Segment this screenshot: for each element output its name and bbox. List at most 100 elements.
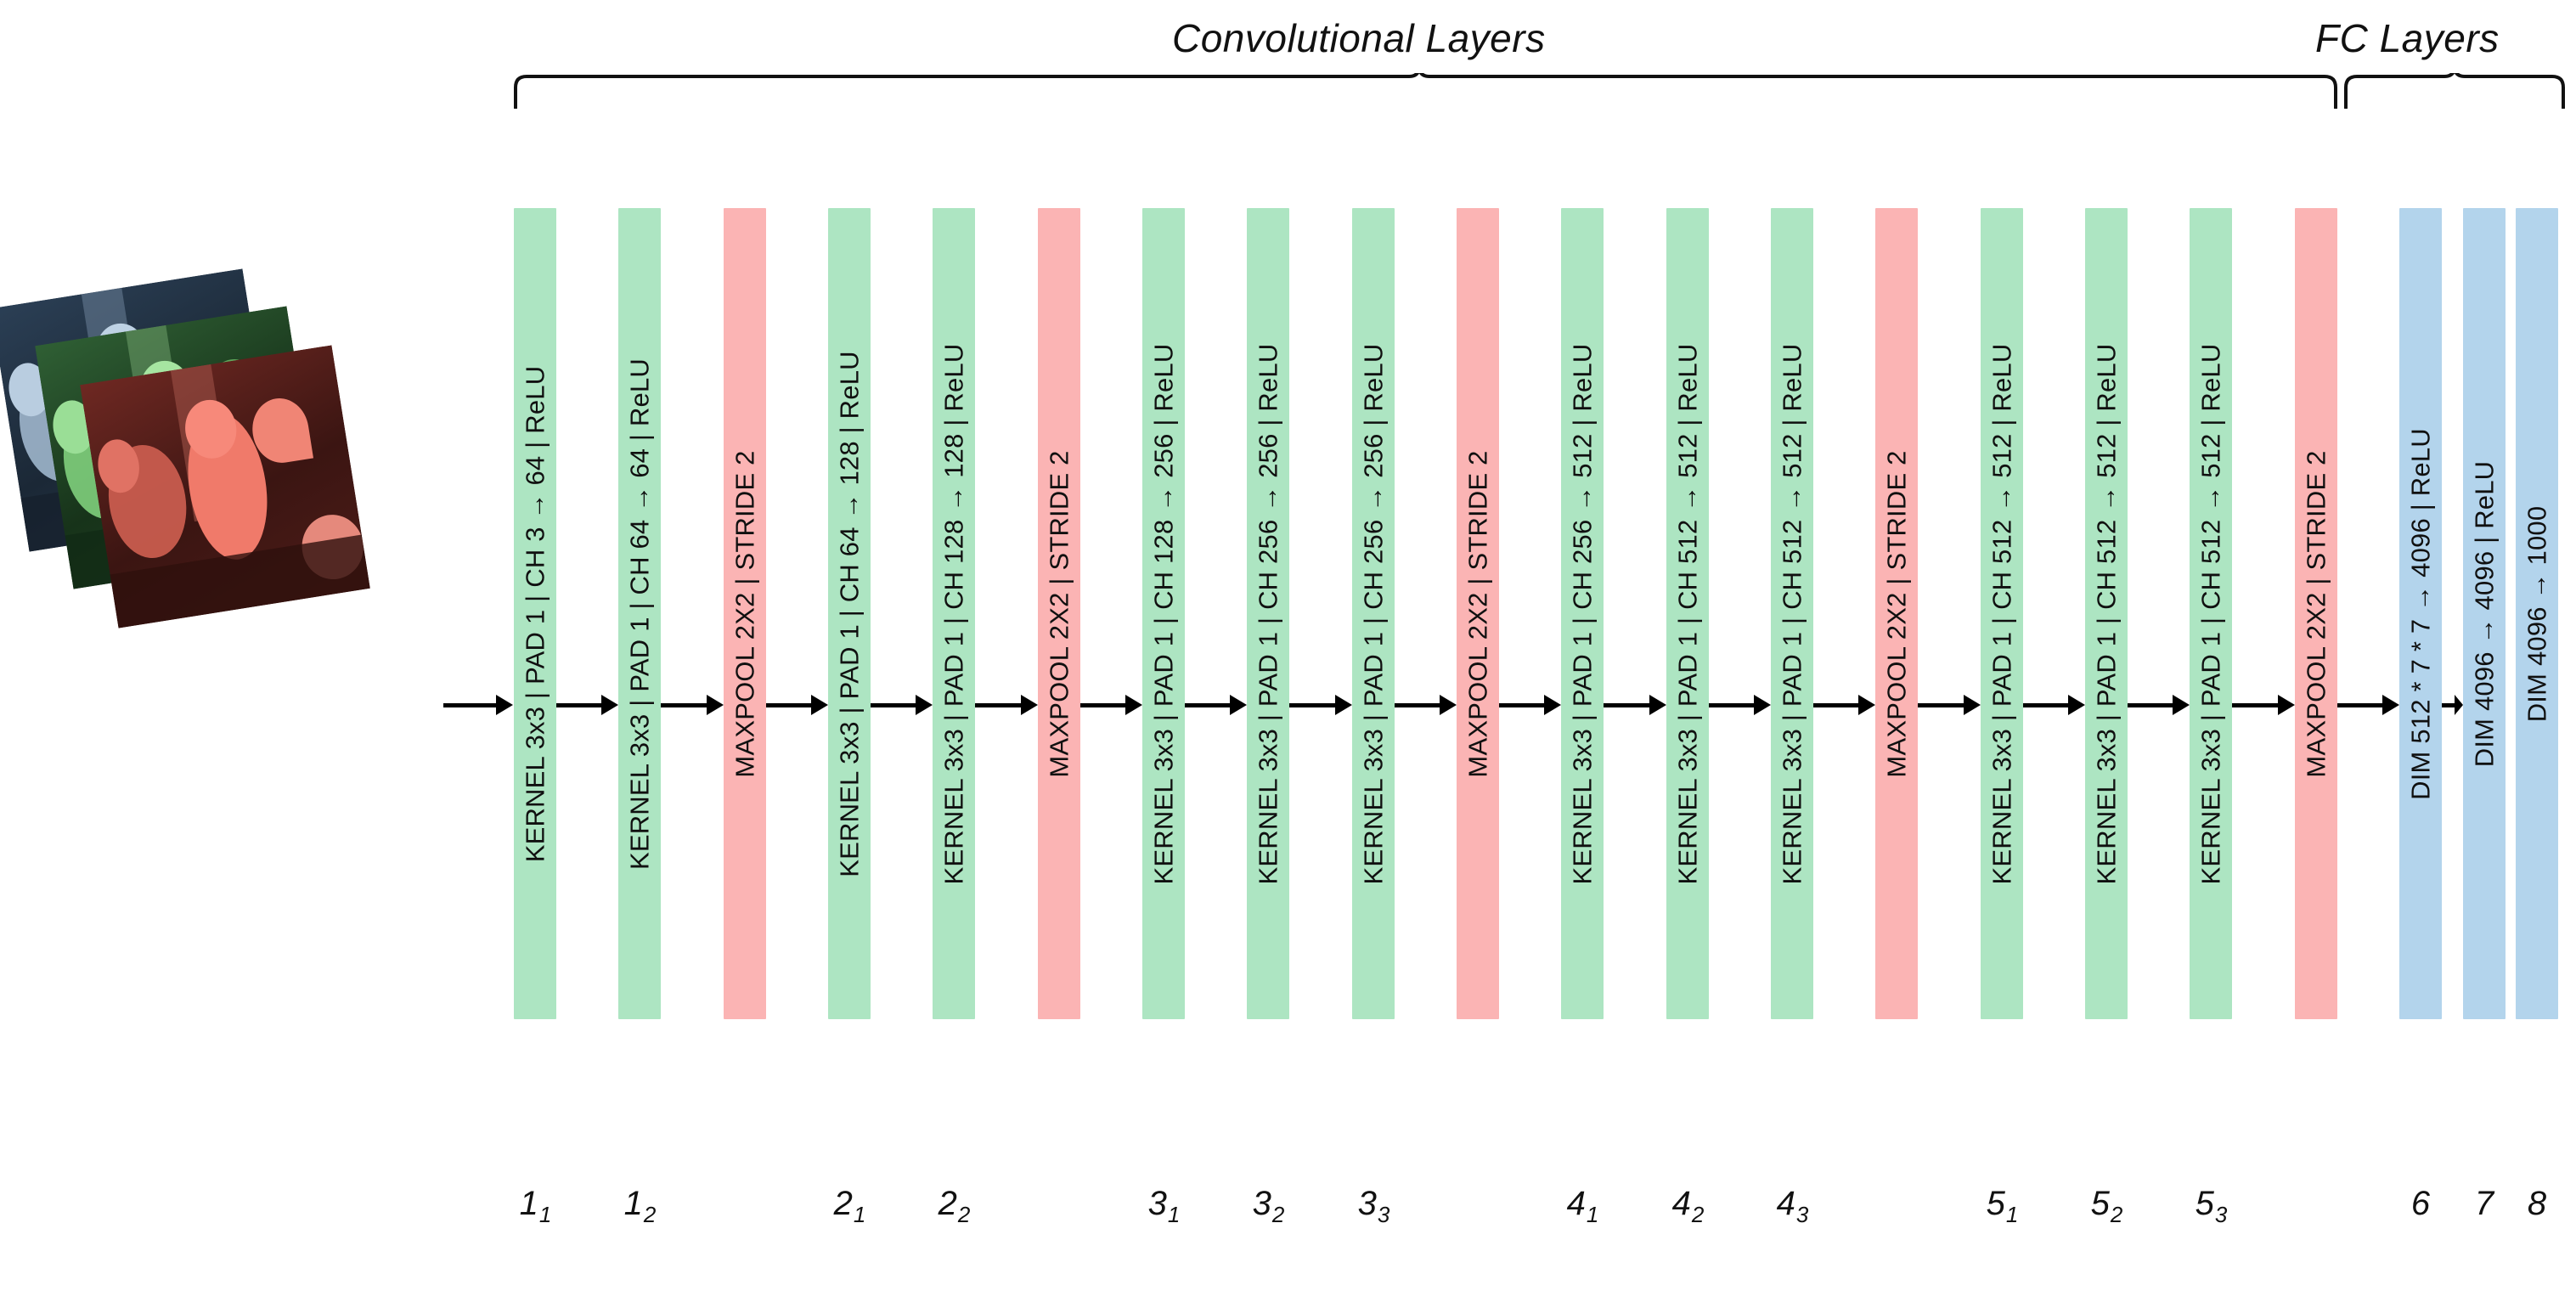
arrow-head-icon: [916, 695, 933, 715]
arrow-head-icon: [811, 695, 828, 715]
index-number: 3: [1252, 1185, 1271, 1222]
conv-block-12[interactable]: KERNEL 3x3 | PAD 1 | CH 64 → 64 | ReLU: [618, 208, 661, 1019]
block-caption: KERNEL 3x3 | PAD 1 | CH 128 → 128 | ReLU: [939, 343, 969, 884]
fc-block-6[interactable]: DIM 512 * 7 * 7 → 4096 | ReLU: [2399, 208, 2442, 1019]
block-caption: MAXPOOL 2X2 | STRIDE 2: [1881, 449, 1912, 778]
index-number: 4: [1671, 1185, 1691, 1222]
maxpool-block-9[interactable]: MAXPOOL 2X2 | STRIDE 2: [1457, 208, 1499, 1019]
block-caption: KERNEL 3x3 | PAD 1 | CH 512 → 512 | ReLU: [1987, 343, 2017, 884]
arrow-shaft: [2232, 703, 2278, 707]
arrow-head-icon: [1440, 695, 1457, 715]
arrow-head-icon: [2278, 695, 2295, 715]
block-index-label-22: 22: [938, 1185, 971, 1227]
arrow-head-icon: [1649, 695, 1666, 715]
flow-arrow-5: [1080, 695, 1142, 715]
flow-arrow-11: [1709, 695, 1771, 715]
arrow-head-icon: [1858, 695, 1875, 715]
arrow-head-icon: [2068, 695, 2085, 715]
block-caption: KERNEL 3x3 | PAD 1 | CH 256 → 512 | ReLU: [1567, 343, 1598, 884]
block-fill: [933, 208, 975, 1019]
conv-block-53[interactable]: KERNEL 3x3 | PAD 1 | CH 512 → 512 | ReLU: [2190, 208, 2232, 1019]
block-index-label-7: 7: [2475, 1185, 2494, 1223]
flow-arrow-3: [871, 695, 933, 715]
block-fill: [1875, 208, 1918, 1019]
arrow-shaft: [1918, 703, 1964, 707]
block-caption: DIM 4096 → 4096 | ReLU: [2469, 460, 2500, 767]
maxpool-block-2[interactable]: MAXPOOL 2X2 | STRIDE 2: [724, 208, 766, 1019]
block-caption: KERNEL 3x3 | PAD 1 | CH 512 → 512 | ReLU: [1672, 343, 1703, 884]
maxpool-block-5[interactable]: MAXPOOL 2X2 | STRIDE 2: [1038, 208, 1080, 1019]
arrow-head-icon: [1125, 695, 1142, 715]
block-fill: [1561, 208, 1604, 1019]
conv-block-52[interactable]: KERNEL 3x3 | PAD 1 | CH 512 → 512 | ReLU: [2085, 208, 2128, 1019]
index-subscript: 2: [1691, 1202, 1705, 1227]
arrow-head-icon: [1021, 695, 1038, 715]
arrow-head-icon: [1754, 695, 1771, 715]
arrow-shaft: [443, 703, 496, 707]
arrow-shaft: [2128, 703, 2173, 707]
index-subscript: 1: [853, 1202, 866, 1227]
block-caption: KERNEL 3x3 | PAD 1 | CH 3 → 64 | ReLU: [520, 365, 550, 862]
block-caption: KERNEL 3x3 | PAD 1 | CH 512 → 512 | ReLU: [2091, 343, 2122, 884]
index-number: 5: [1986, 1185, 2005, 1222]
index-number: 3: [1357, 1185, 1377, 1222]
block-index-label-31: 31: [1147, 1185, 1181, 1227]
fc-block-7[interactable]: DIM 4096 → 4096 | ReLU: [2463, 208, 2506, 1019]
flow-arrow-0: [556, 695, 618, 715]
index-number: 4: [1776, 1185, 1795, 1222]
block-fill: [1981, 208, 2023, 1019]
fc-group-title: FC Layers: [2315, 16, 2500, 60]
maxpool-block-17[interactable]: MAXPOOL 2X2 | STRIDE 2: [2295, 208, 2337, 1019]
index-number: 2: [938, 1185, 957, 1222]
conv-block-41[interactable]: KERNEL 3x3 | PAD 1 | CH 256 → 512 | ReLU: [1561, 208, 1604, 1019]
fc-group-brace: [2344, 73, 2565, 109]
flow-arrow-16: [2232, 695, 2295, 715]
block-caption: KERNEL 3x3 | PAD 1 | CH 64 → 64 | ReLU: [624, 358, 655, 870]
conv-block-42[interactable]: KERNEL 3x3 | PAD 1 | CH 512 → 512 | ReLU: [1666, 208, 1709, 1019]
arrow-shaft: [1709, 703, 1754, 707]
block-caption: KERNEL 3x3 | PAD 1 | CH 64 → 128 | ReLU: [834, 350, 865, 877]
flow-arrow-10: [1604, 695, 1666, 715]
arrow-head-icon: [601, 695, 618, 715]
conv-block-51[interactable]: KERNEL 3x3 | PAD 1 | CH 512 → 512 | ReLU: [1981, 208, 2023, 1019]
block-fill: [1352, 208, 1395, 1019]
block-fill: [2190, 208, 2232, 1019]
block-caption: KERNEL 3x3 | PAD 1 | CH 512 → 512 | ReLU: [1777, 343, 1807, 884]
conv-block-32[interactable]: KERNEL 3x3 | PAD 1 | CH 256 → 256 | ReLU: [1247, 208, 1289, 1019]
index-number: 1: [519, 1185, 538, 1222]
block-caption: KERNEL 3x3 | PAD 1 | CH 256 → 256 | ReLU: [1253, 343, 1283, 884]
flow-arrow-4: [975, 695, 1038, 715]
index-number: 3: [1147, 1185, 1167, 1222]
block-fill: [828, 208, 871, 1019]
block-index-label-53: 53: [2195, 1185, 2228, 1227]
arrow-shaft: [1499, 703, 1544, 707]
flow-arrow-1: [661, 695, 724, 715]
arrow-shaft: [2442, 703, 2455, 707]
block-fill: [2516, 208, 2558, 1019]
block-fill: [2085, 208, 2128, 1019]
index-subscript: 2: [643, 1202, 657, 1227]
conv-block-22[interactable]: KERNEL 3x3 | PAD 1 | CH 128 → 128 | ReLU: [933, 208, 975, 1019]
fc-block-8[interactable]: DIM 4096 → 1000: [2516, 208, 2558, 1019]
arrow-head-icon: [1544, 695, 1561, 715]
conv-block-31[interactable]: KERNEL 3x3 | PAD 1 | CH 128 → 256 | ReLU: [1142, 208, 1185, 1019]
arrow-shaft: [2023, 703, 2068, 707]
index-number: 5: [2195, 1185, 2214, 1222]
block-index-label-42: 42: [1671, 1185, 1705, 1227]
maxpool-block-13[interactable]: MAXPOOL 2X2 | STRIDE 2: [1875, 208, 1918, 1019]
conv-block-21[interactable]: KERNEL 3x3 | PAD 1 | CH 64 → 128 | ReLU: [828, 208, 871, 1019]
block-fill: [618, 208, 661, 1019]
block-fill: [1142, 208, 1185, 1019]
arrow-shaft: [1289, 703, 1335, 707]
block-index-label-12: 12: [624, 1185, 657, 1227]
input-to-network-arrow: [443, 695, 513, 715]
block-fill: [2295, 208, 2337, 1019]
arrow-head-icon: [1964, 695, 1981, 715]
dog-scene-red: [80, 345, 370, 628]
block-index-label-41: 41: [1567, 1185, 1599, 1227]
conv-block-11[interactable]: KERNEL 3x3 | PAD 1 | CH 3 → 64 | ReLU: [514, 208, 556, 1019]
conv-block-43[interactable]: KERNEL 3x3 | PAD 1 | CH 512 → 512 | ReLU: [1771, 208, 1813, 1019]
conv-block-33[interactable]: KERNEL 3x3 | PAD 1 | CH 256 → 256 | ReLU: [1352, 208, 1395, 1019]
block-fill: [2399, 208, 2442, 1019]
arrow-head-icon: [1230, 695, 1247, 715]
